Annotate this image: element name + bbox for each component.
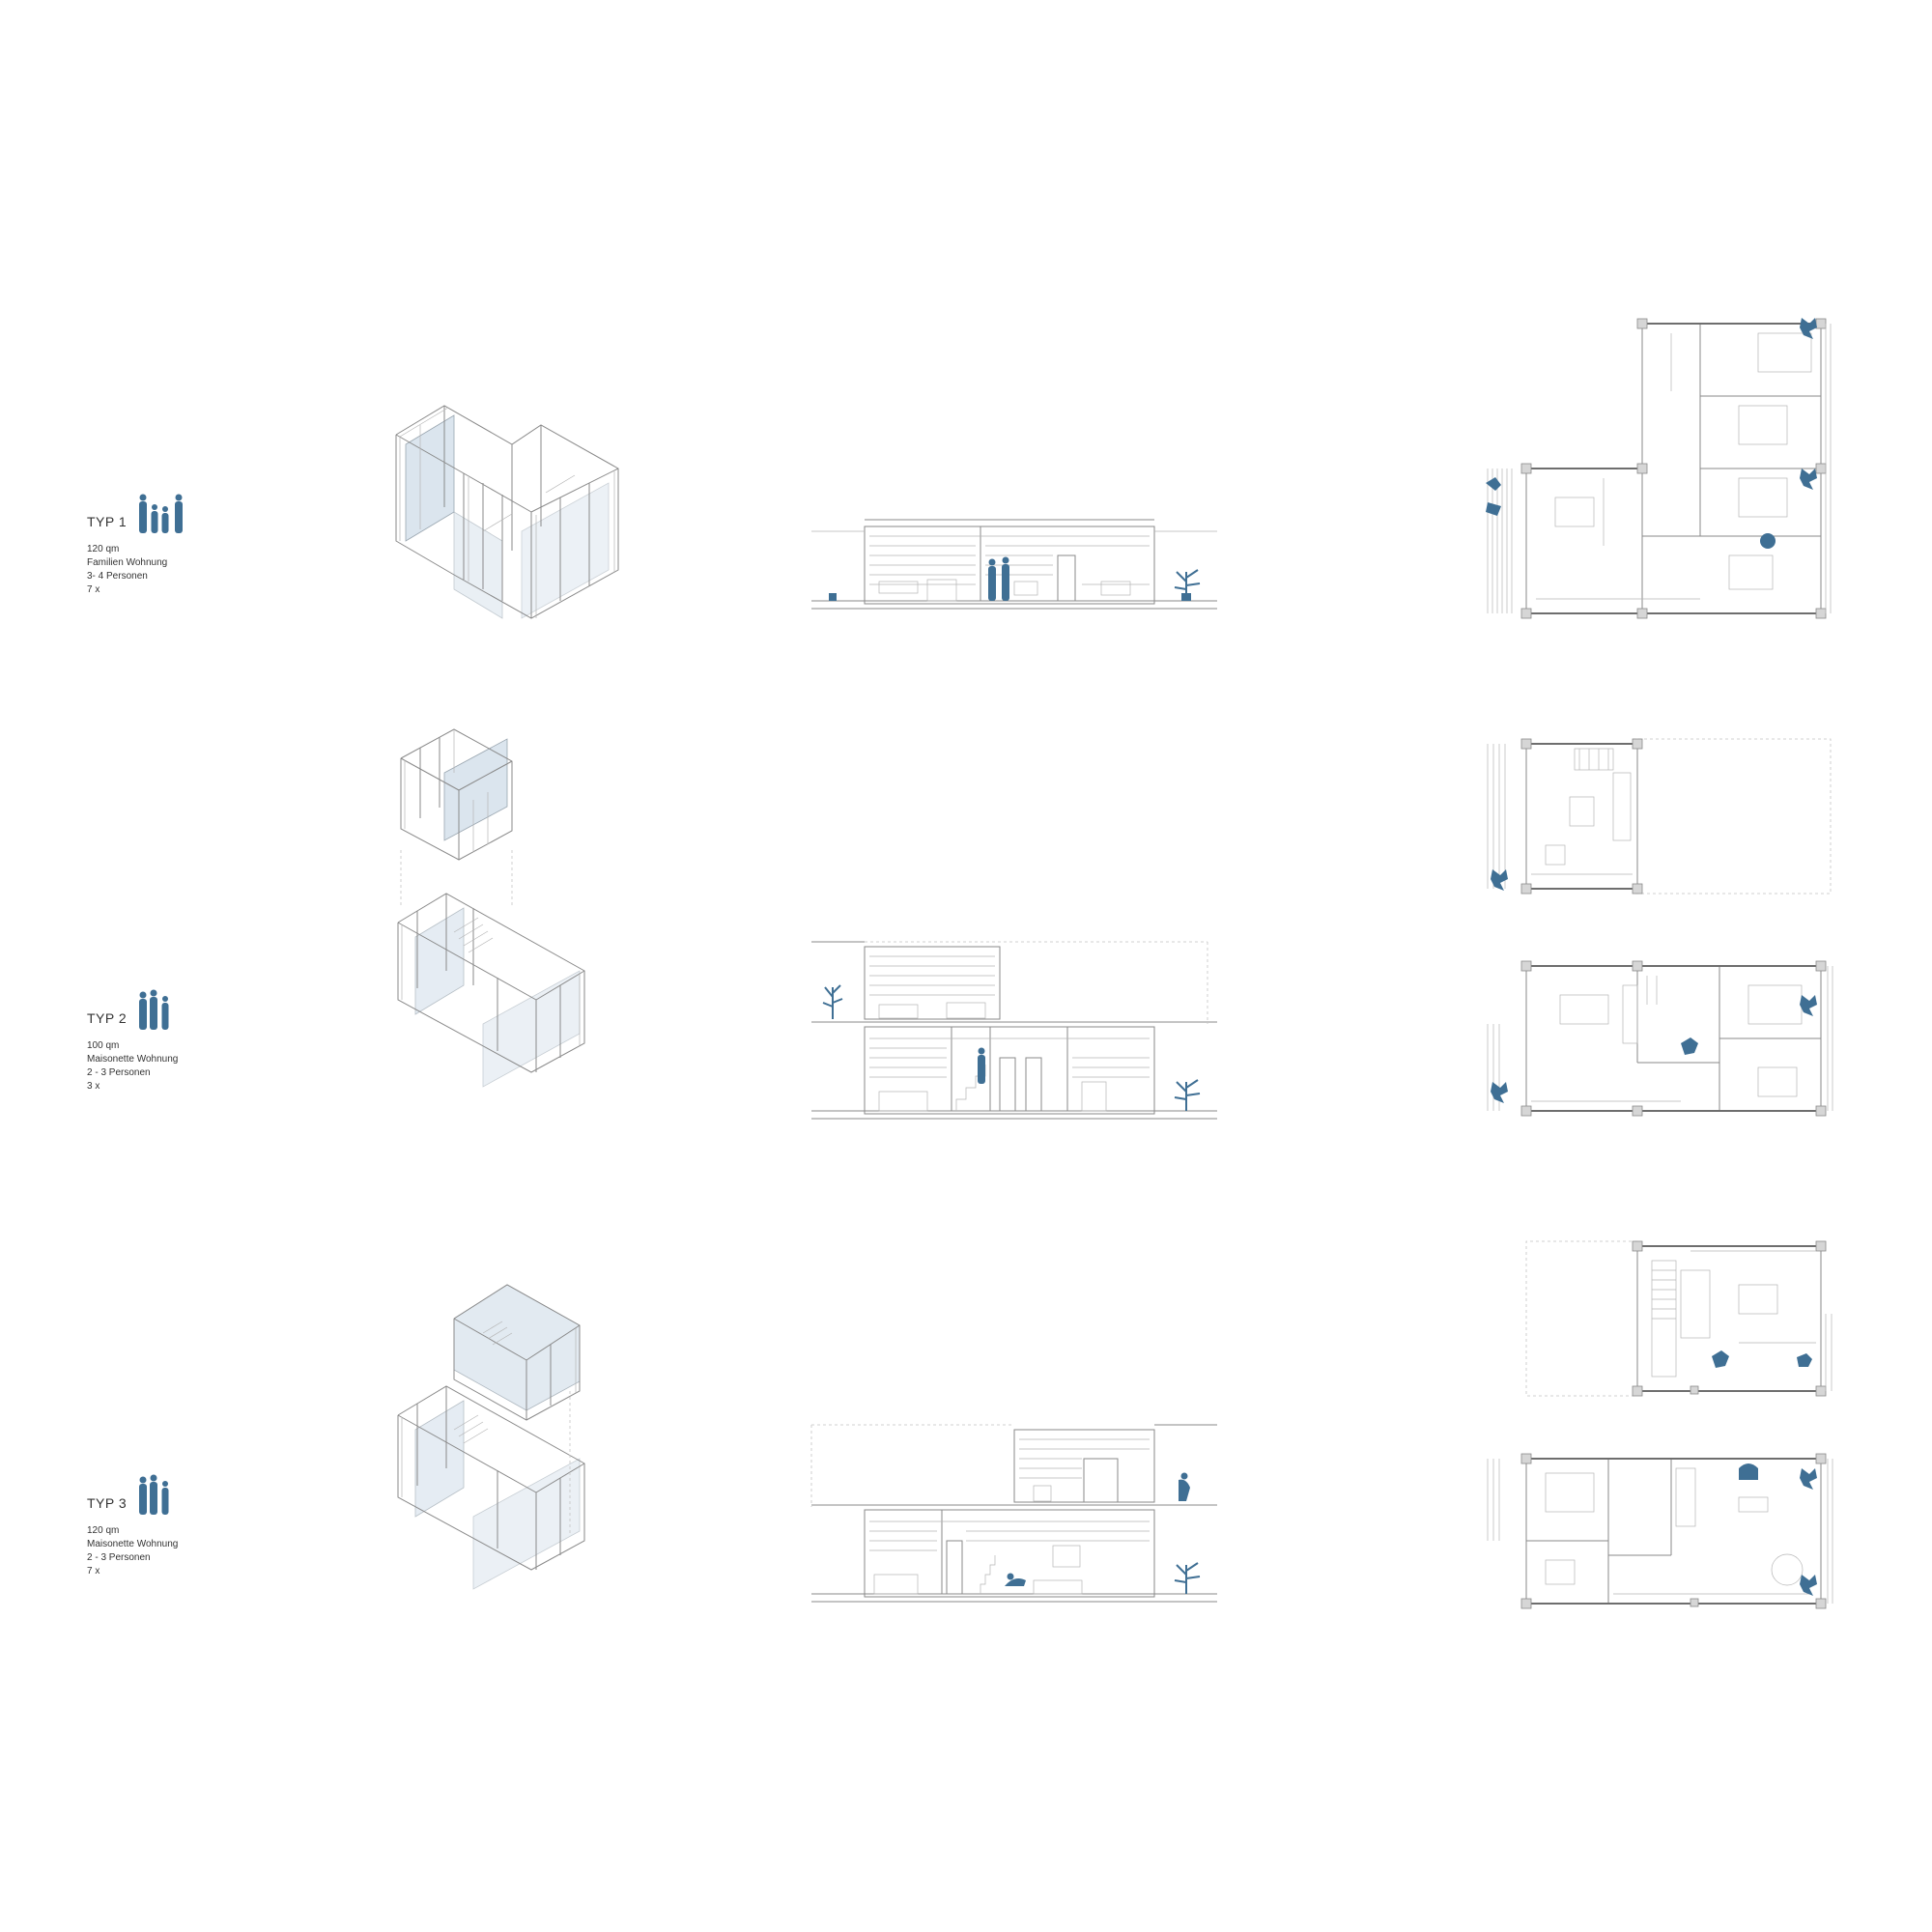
plan-3-upper-people-icons: [1712, 1350, 1812, 1368]
type-2-title: TYP 2: [87, 1010, 128, 1026]
plan-1-people-icons: [1486, 318, 1817, 549]
section-3-people-icon: [1005, 1472, 1190, 1586]
type-2-axonometric-upper: [400, 728, 513, 861]
section-2-plant-icon: [822, 984, 1201, 1111]
type-1-floor-plan: [1486, 318, 1832, 619]
type-3-axonometric-lower: [397, 1385, 585, 1590]
plan-2-upper-plant-icon: [1491, 869, 1508, 891]
type-2-count: 3 x: [87, 1081, 100, 1092]
type-1-section: [811, 519, 1217, 610]
type-2-upper-floor-plan: [1487, 738, 1832, 895]
type-1-kind: Familien Wohnung: [87, 557, 168, 568]
plan-2-lower-people-icons: [1491, 995, 1817, 1103]
section-3-plant-icon: [1174, 1562, 1201, 1594]
type-3-section: [810, 1424, 1217, 1603]
type-2-kind: Maisonette Wohnung: [87, 1054, 179, 1065]
section-1-plant-icon: [825, 569, 1201, 601]
type-2-area: 100 qm: [87, 1040, 120, 1051]
type-3-upper-floor-plan: [1525, 1240, 1833, 1397]
type-3-title: TYP 3: [87, 1495, 128, 1511]
type-2-people-icons: [139, 989, 169, 1030]
type-3-people-icons: [139, 1474, 169, 1515]
plan-3-lower-people-icons: [1739, 1463, 1817, 1596]
type-3-dashed-connectors: [569, 1391, 571, 1536]
type-3-axonometric-upper: [453, 1284, 581, 1421]
type-1-title: TYP 1: [87, 514, 128, 529]
type-2-section: [811, 941, 1217, 1120]
type-1-count: 7 x: [87, 584, 100, 595]
type-2-lower-floor-plan: [1487, 960, 1833, 1117]
type-1-people-icons: [139, 494, 183, 533]
type-1-area: 120 qm: [87, 544, 120, 554]
type-3-persons: 2 - 3 Personen: [87, 1552, 151, 1563]
type-2-persons: 2 - 3 Personen: [87, 1067, 151, 1078]
section-2-people-icon: [978, 1047, 985, 1084]
type-3-kind: Maisonette Wohnung: [87, 1539, 179, 1549]
type-3-area: 120 qm: [87, 1525, 120, 1536]
type-2-axonometric-lower: [397, 893, 585, 1088]
type-3-lower-floor-plan: [1487, 1453, 1833, 1609]
type-2-dashed-connectors: [400, 850, 513, 908]
type-1-axonometric: [395, 405, 619, 619]
type-1-persons: 3- 4 Personen: [87, 571, 148, 582]
section-1-people-icon: [988, 556, 1009, 601]
type-3-count: 7 x: [87, 1566, 100, 1577]
